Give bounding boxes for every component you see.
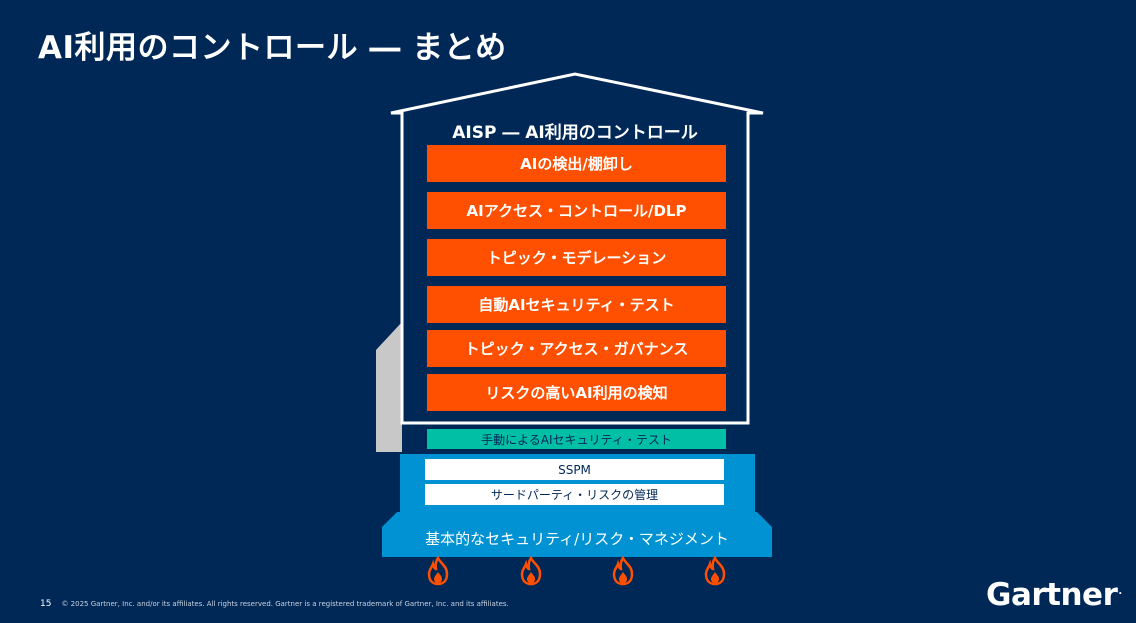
page-title: AI利用のコントロール ― まとめ	[38, 30, 507, 66]
footer: 15 © 2025 Gartner, Inc. and/or its affili…	[40, 599, 509, 609]
house-outline	[390, 72, 764, 425]
house-side-wall	[376, 322, 402, 452]
flame-icon	[520, 556, 542, 586]
flame-icon	[704, 556, 726, 586]
control-bar-access-control: AIアクセス・コントロール/DLP	[427, 192, 726, 229]
house-label: AISP ― AI利用のコントロール	[452, 123, 698, 143]
page-number: 15	[40, 599, 52, 609]
manual-security-test-bar: 手動によるAIセキュリティ・テスト	[427, 429, 726, 449]
flame-icon	[427, 556, 449, 586]
logo-mark: .	[1118, 585, 1122, 597]
logo-text: Gartner	[986, 577, 1118, 613]
control-bar-auto-security-test: 自動AIセキュリティ・テスト	[427, 286, 726, 323]
control-bar-ai-discovery: AIの検出/棚卸し	[427, 145, 726, 182]
foundation-base	[382, 512, 772, 557]
control-bar-risky-ai-detection: リスクの高いAI利用の検知	[427, 374, 726, 411]
flame-icon	[612, 556, 634, 586]
platform-item-third-party-risk: サードパーティ・リスクの管理	[425, 484, 724, 505]
foundation-label: 基本的なセキュリティ/リスク・マネジメント	[425, 530, 729, 548]
control-bar-topic-access-governance: トピック・アクセス・ガバナンス	[427, 330, 726, 367]
copyright-text: © 2025 Gartner, Inc. and/or its affiliat…	[61, 600, 509, 608]
control-bar-topic-moderation: トピック・モデレーション	[427, 239, 726, 276]
gartner-logo: Gartner.	[986, 577, 1122, 613]
platform-item-sspm: SSPM	[425, 459, 724, 480]
